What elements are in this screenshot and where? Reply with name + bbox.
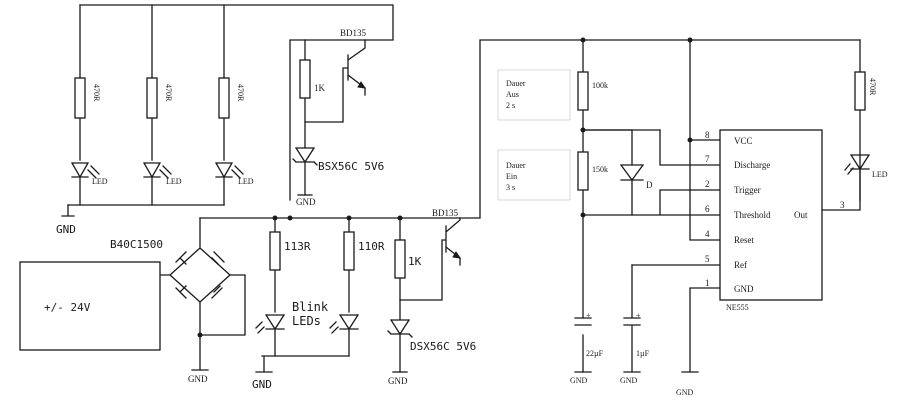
gnd-top-label: GND (56, 223, 76, 236)
rectifier-label: B40C1500 (110, 238, 163, 251)
zener-z2-label: DSX56C 5V6 (410, 340, 476, 353)
led2-symbol (143, 162, 172, 206)
resistor-r6-label: 110R (358, 240, 385, 253)
pin-discharge-name: Discharge (734, 160, 770, 170)
led1-symbol (71, 162, 100, 206)
capacitor-c1-plus: + (586, 311, 591, 320)
resistor-r4-label: 1K (314, 83, 326, 93)
led1-label: LED (92, 177, 108, 186)
resistor-r10-label: 470R (868, 78, 877, 96)
top-supply-wire (79, 4, 394, 201)
blink-label-line1: Blink (292, 300, 329, 314)
resistor-r4 (299, 59, 311, 99)
pin-8-num: 8 (705, 130, 710, 140)
pin-2-num: 2 (705, 179, 710, 189)
resistor-r6 (343, 231, 355, 271)
pin-gnd-name: GND (734, 284, 754, 294)
zener-z1-label: BSX56C 5V6 (318, 160, 384, 173)
blink-led-section (255, 217, 359, 373)
zener-z1-symbol (292, 121, 318, 196)
resistor-r9-label: 150k (592, 165, 608, 174)
ne555-name: NE555 (726, 303, 749, 312)
pin-trigger-name: Trigger (734, 185, 761, 195)
timer-off-line2: Aus (506, 90, 519, 99)
power-supply-label: +/- 24V (44, 301, 91, 314)
gnd-top-symbol (61, 204, 75, 217)
resistor-r7-label: 1K (408, 255, 422, 268)
gnd-pin1-label: GND (676, 388, 694, 397)
gnd-c1-label: GND (570, 376, 588, 385)
pin-5-num: 5 (705, 254, 710, 264)
bridge-rectifier-symbol (159, 217, 246, 371)
led-out-label: LED (872, 170, 888, 179)
capacitor-c2-label: 1µF (636, 349, 650, 358)
ne555-body (719, 129, 823, 301)
timer-off-box (497, 69, 571, 121)
power-supply-box (19, 261, 161, 351)
timer-on-line1: Dauer (506, 161, 526, 170)
resistor-r10 (854, 71, 866, 111)
pin-1-num: 1 (705, 278, 710, 288)
gnd-bridge-label: GND (188, 374, 208, 384)
timer-on-box (497, 149, 571, 201)
resistor-r5 (269, 231, 281, 271)
ne555-ic (681, 39, 870, 373)
pin-vcc-name: VCC (734, 136, 753, 146)
resistor-r2-label: 470R (164, 84, 173, 102)
timer-off-line3: 2 s (506, 101, 515, 110)
led3-symbol (215, 162, 244, 206)
capacitor-c1-label: 22µF (586, 349, 604, 358)
led-bank: 470R 470R 470R LED LED LED GND (56, 4, 394, 236)
gnd-z1-label: GND (296, 197, 316, 207)
resistor-r5-label: 113R (284, 240, 311, 253)
pin-out-name: Out (794, 210, 808, 220)
junction-dots (197, 37, 693, 338)
resistor-r8-label: 100k (592, 81, 608, 90)
pin-4-num: 4 (705, 229, 710, 239)
resistor-r1-label: 470R (92, 84, 101, 102)
pin-ref-name: Ref (734, 260, 747, 270)
pin-3-num: 3 (840, 200, 845, 210)
zener-z2-symbol (387, 299, 413, 373)
led3-label: LED (238, 177, 254, 186)
resistor-r2 (146, 77, 158, 119)
pin-reset-name: Reset (734, 235, 754, 245)
timer-off-line1: Dauer (506, 79, 526, 88)
resistor-r3 (218, 77, 230, 119)
resistor-r1 (74, 77, 86, 119)
resistor-r9 (577, 151, 589, 191)
diode-d-label: D (646, 180, 653, 190)
resistor-r8 (577, 71, 589, 111)
blink-label-line2: LEDs (292, 314, 321, 328)
gnd-z2-label: GND (388, 376, 408, 386)
pin-6-num: 6 (705, 204, 710, 214)
timer-on-line3: 3 s (506, 183, 515, 192)
main-supply-rail (199, 39, 861, 219)
pin-7-num: 7 (705, 154, 710, 164)
transistor-q2-label: BD135 (432, 208, 459, 218)
resistor-r3-label: 470R (236, 84, 245, 102)
led2-label: LED (166, 177, 182, 186)
resistor-r7 (394, 239, 406, 279)
pin-threshold-name: Threshold (734, 210, 771, 220)
capacitor-c2-plus: + (636, 311, 641, 320)
transistor-q1-label: BD135 (340, 28, 367, 38)
gnd-blink-label: GND (252, 378, 272, 391)
timer-on-line2: Ein (506, 172, 517, 181)
transistor-q1: BD135 (304, 28, 367, 123)
gnd-c2-label: GND (620, 376, 638, 385)
transistor-q2: BD135 (399, 208, 462, 301)
